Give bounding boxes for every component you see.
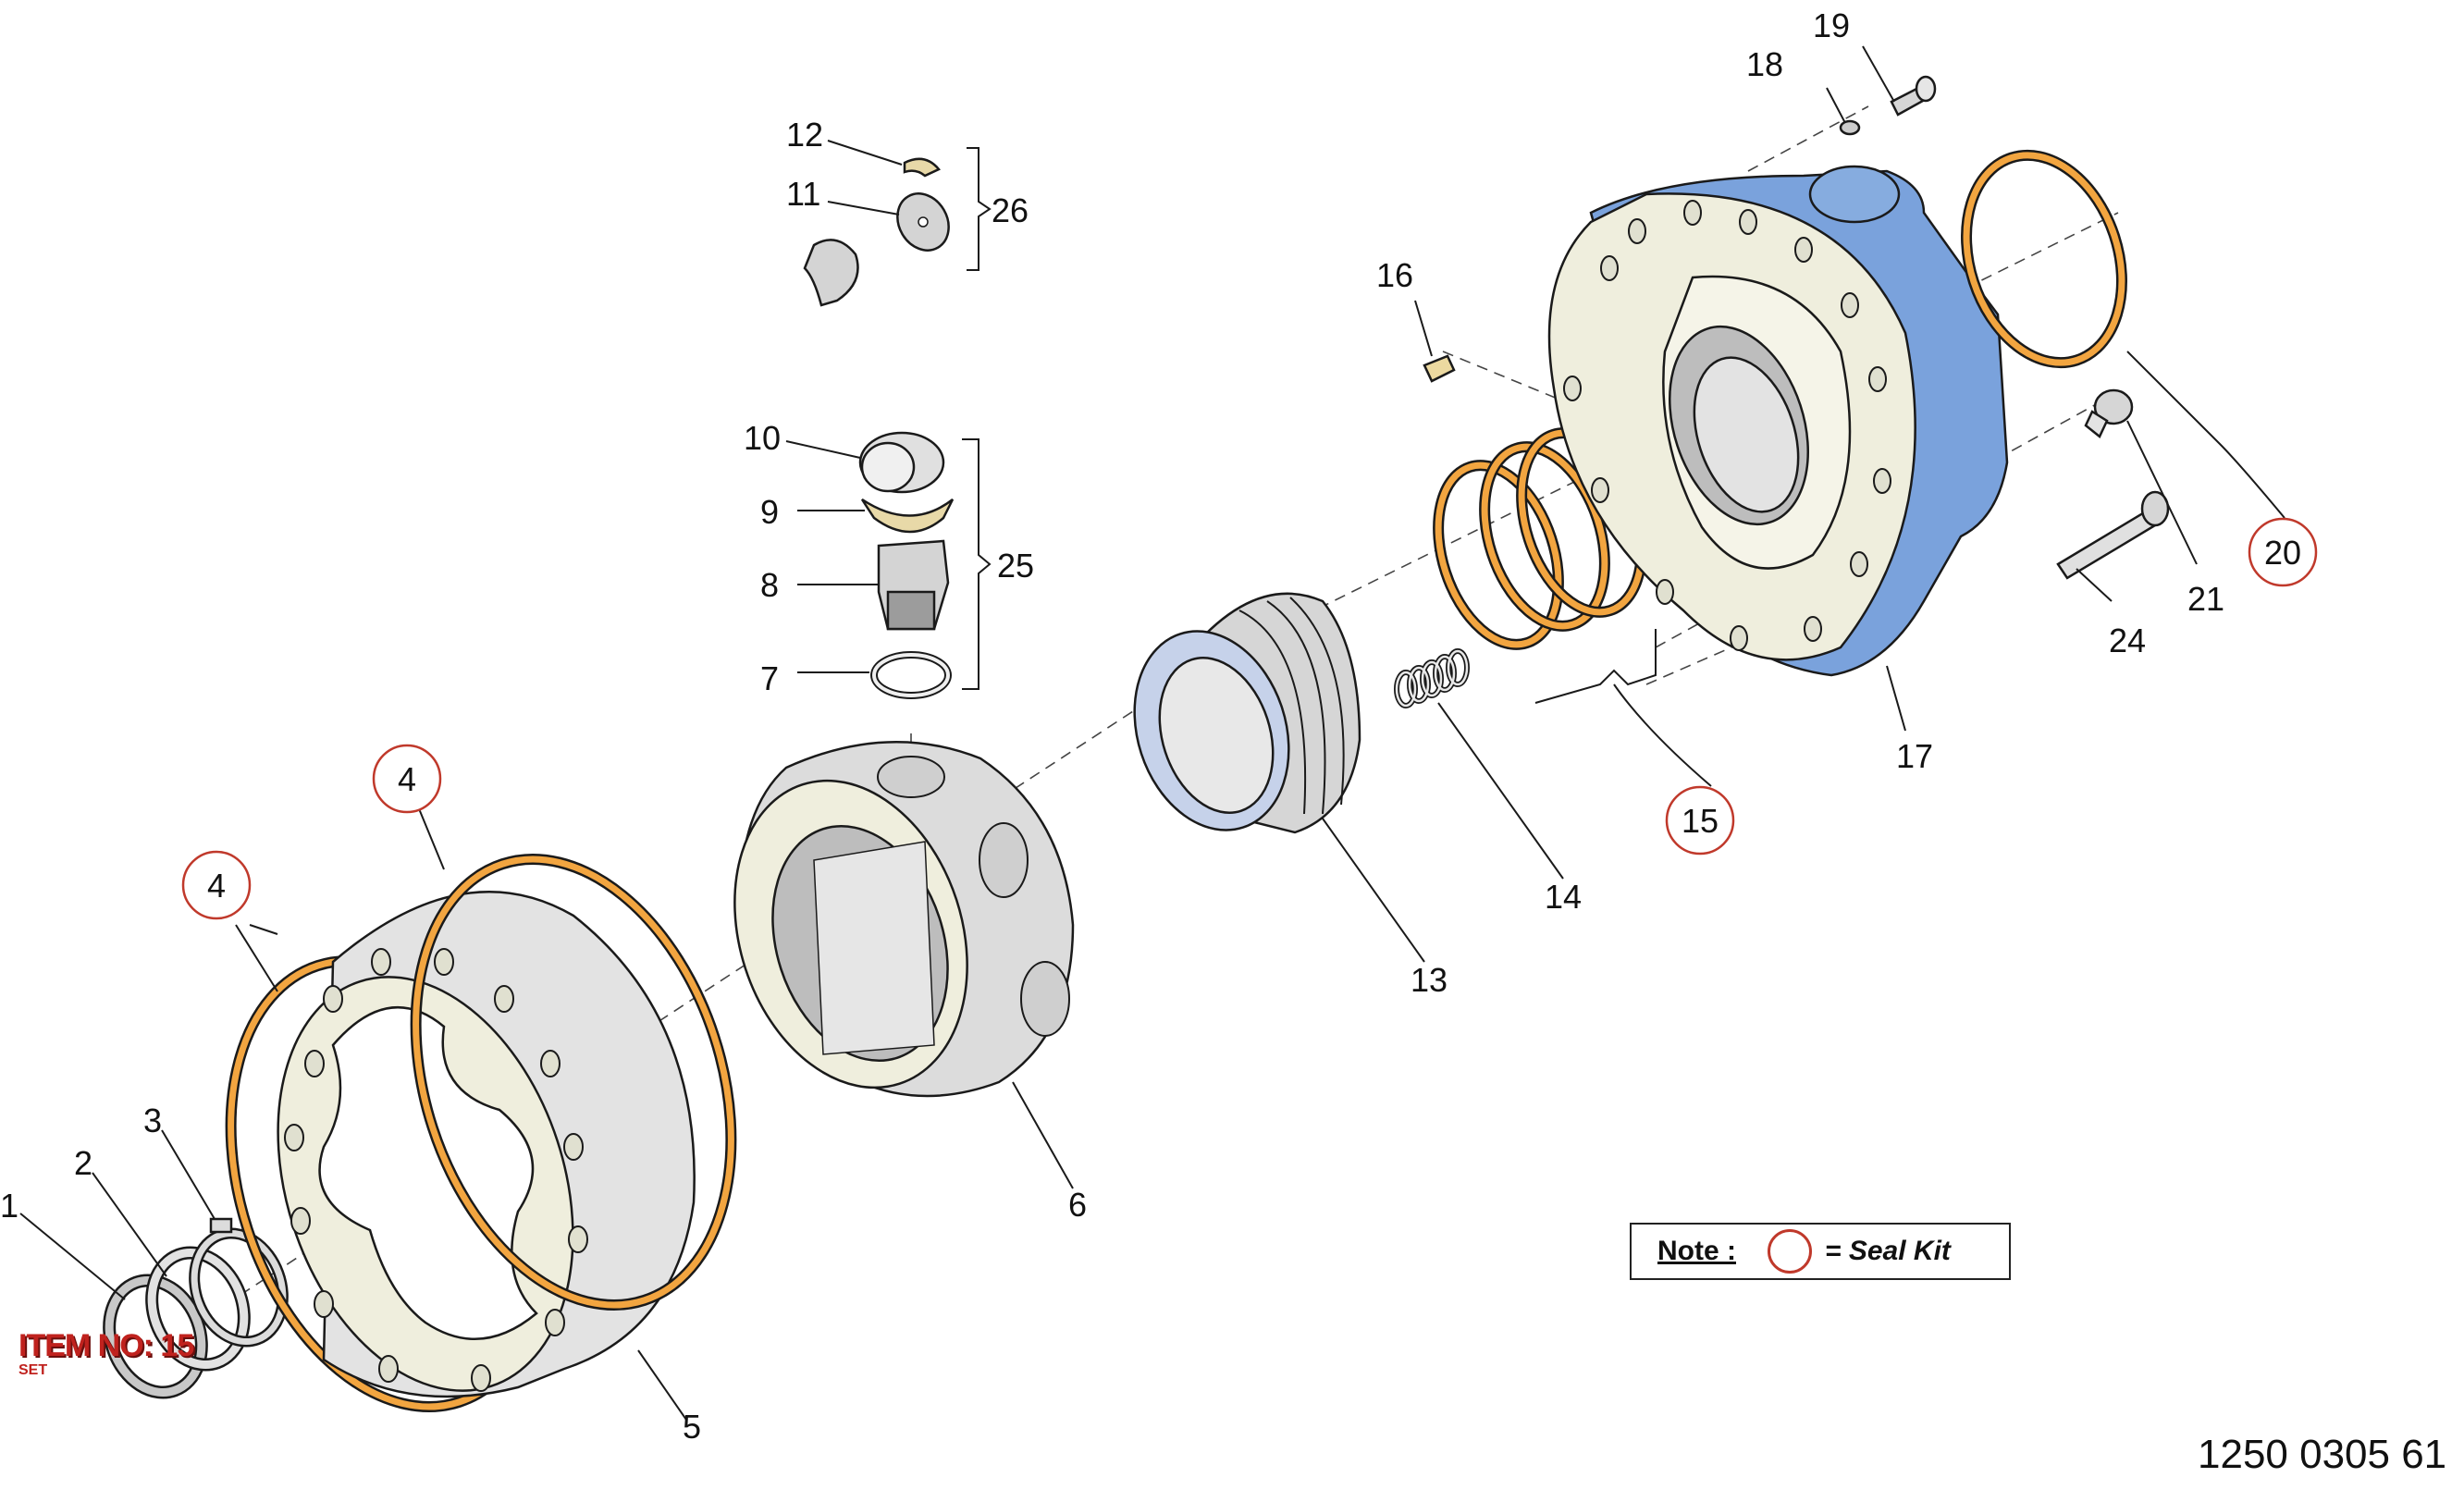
seal-kit-note: Note : = Seal Kit bbox=[1630, 1223, 2011, 1280]
seal-kit-circle-icon bbox=[1768, 1229, 1812, 1274]
label-9: 9 bbox=[760, 493, 779, 531]
part-1-ring bbox=[103, 1274, 208, 1399]
group-bracket-15 bbox=[1534, 629, 1657, 704]
label-12: 12 bbox=[786, 116, 823, 154]
part-12-key bbox=[903, 157, 941, 178]
label-17: 17 bbox=[1896, 737, 1933, 775]
label-18: 18 bbox=[1746, 45, 1783, 83]
group-bracket-26 bbox=[967, 147, 992, 271]
label-10: 10 bbox=[744, 419, 781, 457]
part-18-washer bbox=[1839, 119, 1861, 136]
part-5-gerotor-ring bbox=[277, 891, 696, 1398]
part-3-circlip bbox=[189, 1217, 289, 1348]
note-text: = Seal Kit bbox=[1825, 1236, 1951, 1266]
part-4-oring-back bbox=[410, 854, 737, 1311]
label-6: 6 bbox=[1068, 1186, 1087, 1224]
part-8-vane bbox=[877, 539, 950, 631]
label-4-back: 4 bbox=[398, 760, 416, 798]
part-19-screw bbox=[1890, 75, 1937, 117]
label-7: 7 bbox=[760, 659, 779, 697]
part-10-roller bbox=[858, 431, 945, 494]
label-5: 5 bbox=[683, 1408, 701, 1446]
item-number-stamp-sub: SET bbox=[18, 1362, 48, 1378]
part-13-shaft-bearing bbox=[1133, 592, 1361, 834]
label-14: 14 bbox=[1545, 878, 1582, 916]
drawing-number: 1250 0305 61 bbox=[2198, 1432, 2447, 1477]
part-24-bolt bbox=[2056, 490, 2170, 580]
part-6-rotor-housing bbox=[733, 741, 1075, 1098]
label-1: 1 bbox=[0, 1187, 18, 1225]
label-15: 15 bbox=[1682, 802, 1719, 840]
part-14-spring bbox=[1394, 648, 1470, 708]
label-13: 13 bbox=[1411, 961, 1448, 999]
label-8: 8 bbox=[760, 566, 779, 604]
label-19: 19 bbox=[1813, 6, 1850, 44]
part-16-pin bbox=[1423, 354, 1456, 383]
label-21: 21 bbox=[2187, 580, 2224, 618]
part-21-plug bbox=[2084, 388, 2134, 438]
note-label: Note : bbox=[1657, 1236, 1736, 1266]
group-bracket-25 bbox=[962, 438, 992, 690]
label-26: 26 bbox=[992, 191, 1029, 229]
label-3: 3 bbox=[143, 1102, 162, 1139]
label-2: 2 bbox=[74, 1144, 92, 1182]
label-11: 11 bbox=[786, 175, 820, 213]
part-7-seal-ring bbox=[870, 651, 952, 699]
part-2-ring bbox=[145, 1246, 251, 1372]
label-20: 20 bbox=[2264, 534, 2301, 572]
part-20-oring bbox=[1961, 149, 2127, 369]
part-labels: 1 2 3 4 4 5 6 7 8 9 10 11 12 13 14 15 16… bbox=[0, 6, 2301, 1446]
label-4-front: 4 bbox=[207, 867, 226, 905]
seal-kit-markers bbox=[181, 517, 2318, 920]
leader-lines bbox=[19, 45, 2285, 1421]
part-17-housing bbox=[1547, 165, 2009, 677]
label-24: 24 bbox=[2109, 622, 2146, 659]
part-11-half bbox=[803, 239, 859, 307]
part-9-spring-clip bbox=[860, 498, 955, 534]
label-25: 25 bbox=[997, 547, 1034, 585]
label-16: 16 bbox=[1376, 256, 1413, 294]
part-11-washer bbox=[896, 192, 950, 252]
item-number-stamp-main: ITEM NO: 15 bbox=[18, 1328, 194, 1363]
item-number-stamp: ITEM NO: 15 SET bbox=[18, 1328, 194, 1379]
